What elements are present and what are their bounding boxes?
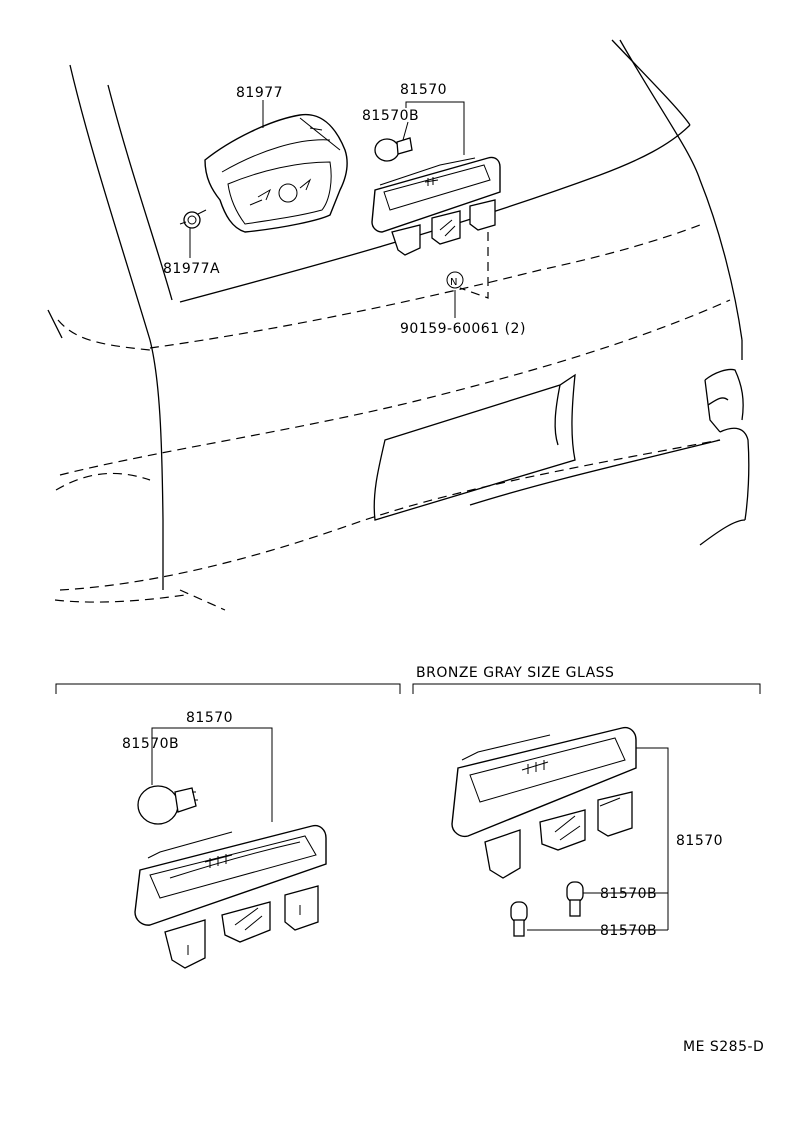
bulb-81570b-right-b — [510, 901, 528, 937]
label-81570-top: 81570 — [400, 82, 447, 98]
stop-lamp-81570-left — [134, 824, 327, 969]
leader-81570-left — [151, 727, 273, 822]
bolt-symbol: N — [446, 271, 464, 289]
label-81570b-right-b: 81570B — [600, 923, 657, 939]
bolt-symbol-letter: N — [450, 277, 458, 288]
vehicle-body-outline — [47, 39, 750, 611]
section-brackets — [55, 683, 761, 694]
section-title: BRONZE GRAY SIZE GLASS — [416, 665, 614, 681]
label-bolt: 90159-60061 (2) — [400, 321, 526, 337]
label-81977a: 81977A — [163, 261, 220, 277]
label-81570b-left: 81570B — [122, 736, 179, 752]
bulb-81570b-left — [137, 785, 198, 825]
leader-81570-top — [405, 101, 465, 155]
leader-81570b-top — [402, 121, 409, 141]
leader-81570-right — [636, 747, 669, 930]
socket-81977a — [179, 209, 207, 229]
stop-lamp-81570-right — [451, 726, 637, 879]
label-81977: 81977 — [236, 85, 283, 101]
drawing-code: ME S285-D — [683, 1039, 764, 1055]
label-81570b-top: 81570B — [362, 108, 419, 124]
label-81570b-right-a: 81570B — [600, 886, 657, 902]
stop-lamp-81570-top — [371, 156, 501, 256]
label-81570-left: 81570 — [186, 710, 233, 726]
bolt-leader-dashed — [459, 232, 489, 299]
bulb-81570b-right-a — [566, 881, 584, 917]
label-81570-right: 81570 — [676, 833, 723, 849]
bulb-81570b-top — [374, 137, 413, 162]
housing-cover-81977 — [204, 113, 348, 233]
